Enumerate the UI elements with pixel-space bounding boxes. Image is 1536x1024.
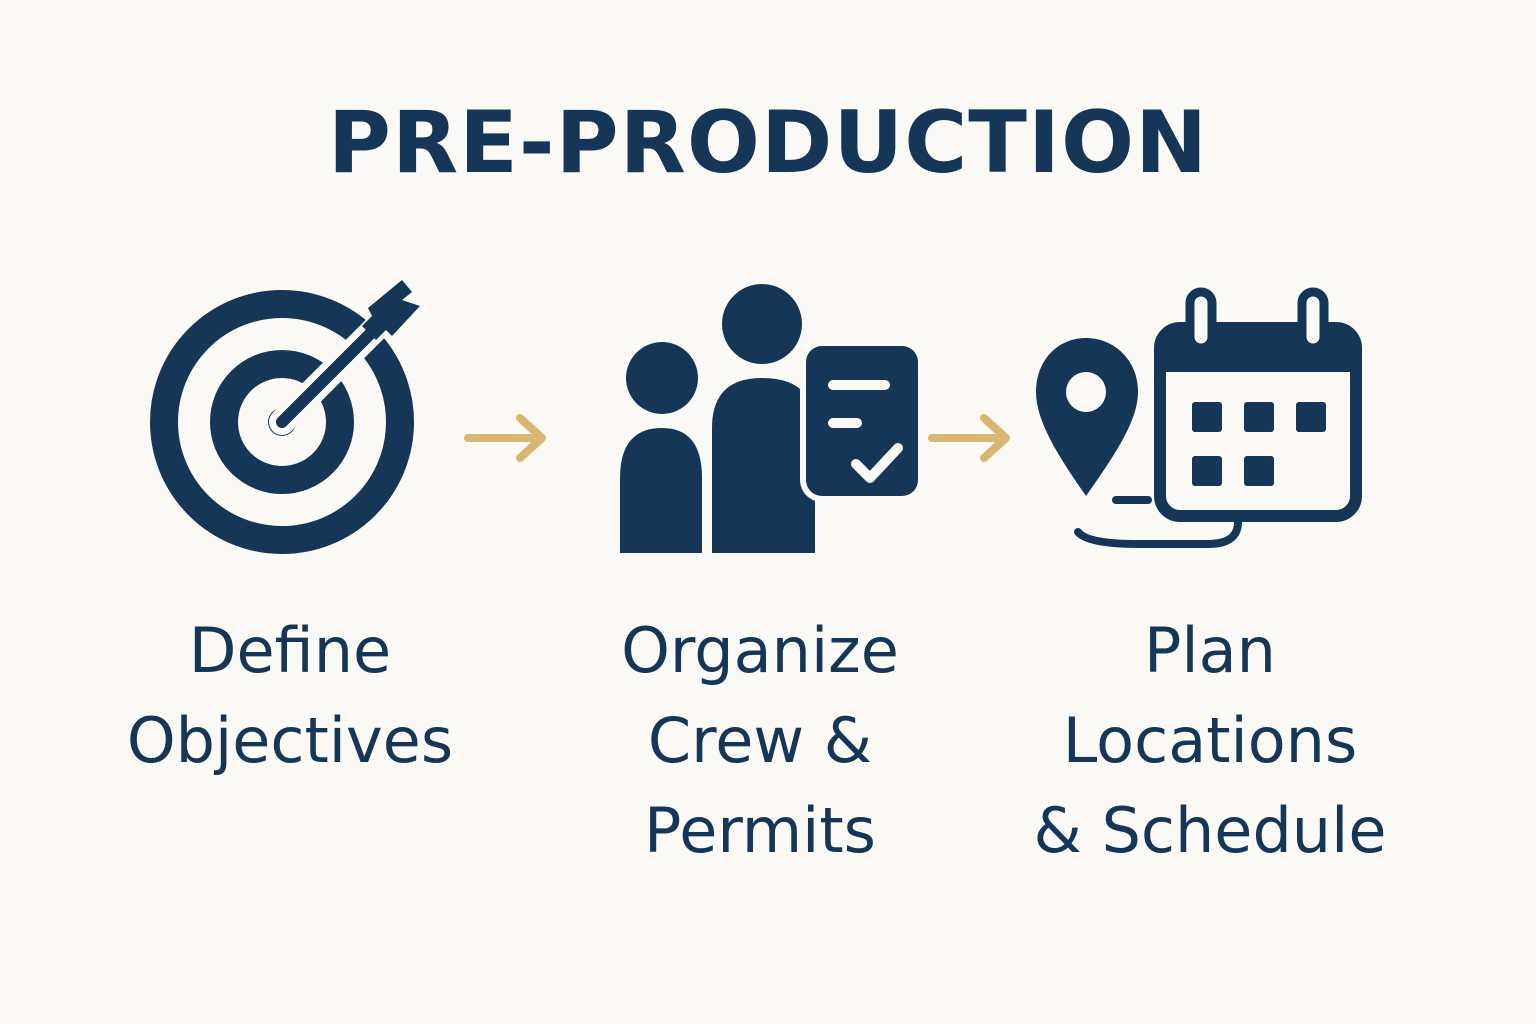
step-label-line: Objectives xyxy=(126,704,454,777)
step-label-line: Organize xyxy=(621,614,899,687)
step-label-line: Plan xyxy=(1144,614,1276,687)
crew-permit-icon xyxy=(620,284,924,553)
arrow-right-icon xyxy=(928,414,1010,462)
step-label-define-objectives: Define Objectives xyxy=(80,606,500,786)
step-label-plan-locations-schedule: Plan Locations & Schedule xyxy=(1000,606,1420,876)
page-title: PRE-PRODUCTION xyxy=(327,93,1209,193)
step-label-line: Locations xyxy=(1062,704,1358,777)
step-label-line: & Schedule xyxy=(1033,794,1387,867)
step-label-organize-crew-permits: Organize Crew & Permits xyxy=(560,606,960,876)
step-label-line: Define xyxy=(188,614,392,687)
location-calendar-icon xyxy=(1036,287,1362,548)
target-arrow-icon xyxy=(150,280,420,554)
step-label-line: Crew & xyxy=(647,704,873,777)
step-label-line: Permits xyxy=(644,794,876,867)
arrow-right-icon xyxy=(464,414,546,462)
